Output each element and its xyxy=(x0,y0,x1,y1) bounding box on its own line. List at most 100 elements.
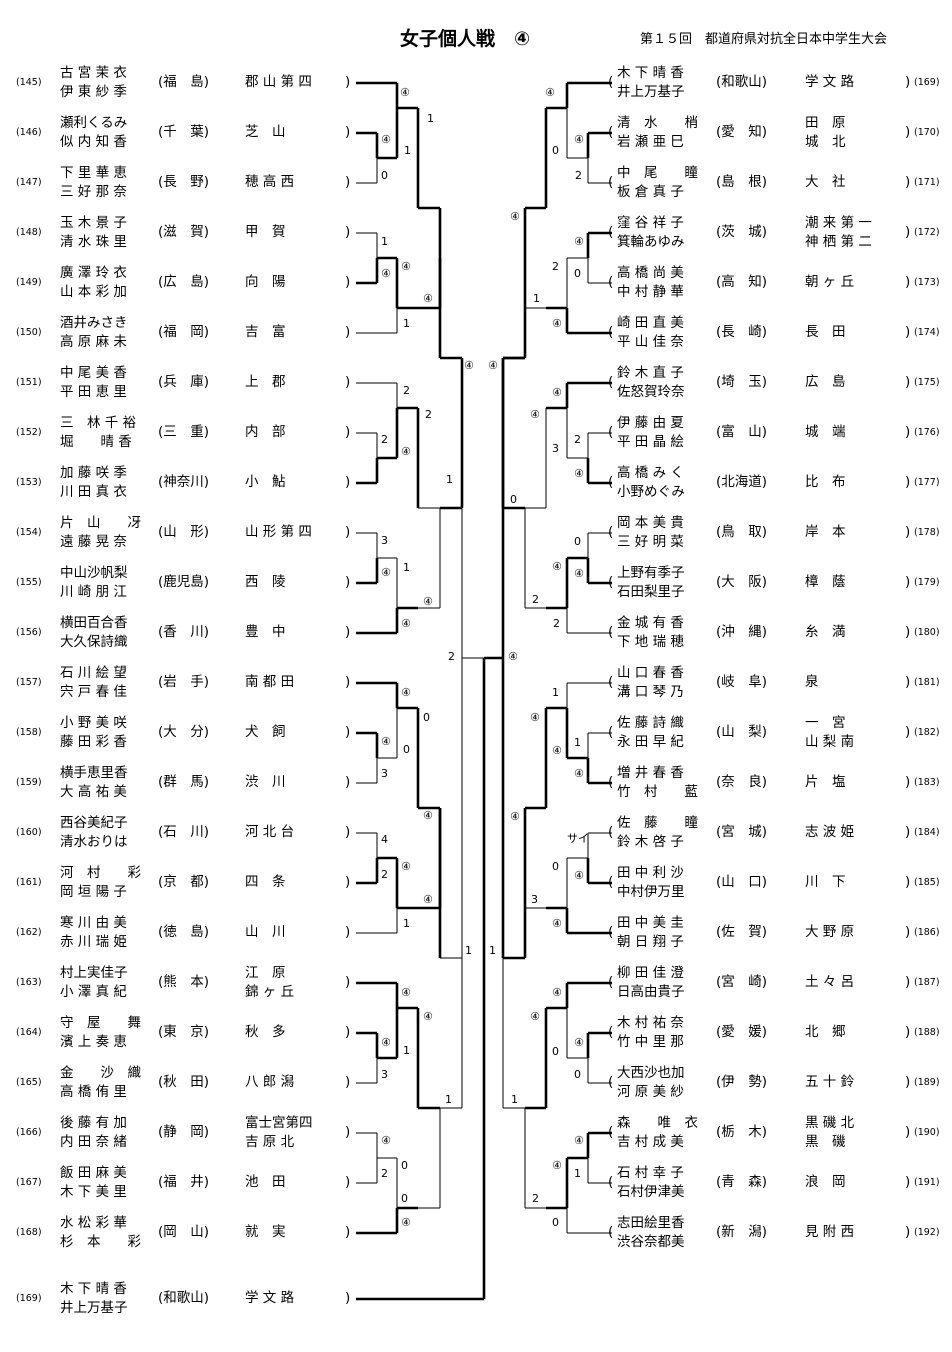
player-name: 中 村 静 華 xyxy=(617,284,684,300)
paren: ( xyxy=(608,724,614,740)
player-name: 窪 谷 祥 子 xyxy=(617,215,684,231)
player-name: 加 藤 咲 季 xyxy=(60,465,127,481)
player-name: 川 田 真 衣 xyxy=(60,484,127,500)
score-mark: ④ xyxy=(401,260,411,273)
player-name: 玉 木 景 子 xyxy=(60,215,127,231)
paren: ) xyxy=(905,1074,911,1090)
paren: ( xyxy=(608,624,614,640)
player-name: 木 下 晴 香 xyxy=(617,65,684,81)
paren: ) xyxy=(905,324,911,340)
score-mark: 1 xyxy=(381,235,388,248)
school-name: 八 郎 潟 xyxy=(245,1074,295,1090)
player-name: 中山沙帆梨 xyxy=(60,565,128,581)
player-name: 金 沙 織 xyxy=(60,1065,141,1081)
score-mark: ④ xyxy=(464,359,474,372)
player-name: 宍 戸 春 佳 xyxy=(60,684,127,700)
entry-number: (187) xyxy=(914,977,940,988)
paren: ) xyxy=(345,1290,351,1306)
paren: ) xyxy=(905,1174,911,1190)
school-name: 黒 磯 北 xyxy=(805,1115,855,1131)
player-name: 瀬利くるみ xyxy=(60,115,128,131)
entry-number: (153) xyxy=(16,477,42,488)
entry-number: (160) xyxy=(16,827,42,838)
entry-number: (169) xyxy=(16,1293,42,1304)
prefecture: (大 分) xyxy=(158,724,210,740)
school-name: 糸 満 xyxy=(805,624,846,640)
paren: ) xyxy=(345,174,351,190)
prefecture: (岐 阜) xyxy=(716,674,768,690)
score-mark: ④ xyxy=(381,267,391,280)
prefecture: (長 野) xyxy=(158,174,210,190)
entry-number: (168) xyxy=(16,1227,42,1238)
score-mark: ④ xyxy=(423,893,433,906)
player-name: 平 田 恵 里 xyxy=(60,384,127,400)
score-mark: 1 xyxy=(552,686,559,699)
score-mark: ④ xyxy=(530,1010,540,1023)
school-name: 大 野 原 xyxy=(805,924,855,940)
player-name: 井上万基子 xyxy=(60,1300,128,1316)
score-mark: 2 xyxy=(532,593,539,606)
prefecture: (島 根) xyxy=(716,174,768,190)
player-name: 小 野 美 咲 xyxy=(60,715,127,731)
prefecture: (岡 山) xyxy=(158,1224,210,1240)
school-name: 大 社 xyxy=(805,174,846,190)
entry-number: (188) xyxy=(914,1027,940,1038)
player-name: 中村伊万里 xyxy=(617,884,685,900)
player-name: 木 村 祐 奈 xyxy=(617,1015,684,1031)
prefecture: (大 阪) xyxy=(716,574,768,590)
score-mark: 1 xyxy=(446,473,453,486)
school-name: 山 川 xyxy=(245,924,286,940)
school-name: 田 原 xyxy=(805,115,846,131)
player-name: 似 内 知 香 xyxy=(60,134,127,150)
prefecture: (奈 良) xyxy=(716,774,768,790)
entry-number: (169) xyxy=(914,77,940,88)
score-mark: 2 xyxy=(403,384,410,397)
paren: ) xyxy=(905,74,911,90)
player-name: 村上実佳子 xyxy=(60,965,128,981)
paren: ( xyxy=(608,1074,614,1090)
player-name: 高 橋 み く xyxy=(617,465,684,481)
paren: ) xyxy=(345,824,351,840)
school-name: 見 附 西 xyxy=(805,1224,855,1240)
player-name: 井上万基子 xyxy=(617,84,685,100)
score-mark: 1 xyxy=(403,561,410,574)
player-name: 鈴 木 啓 子 xyxy=(617,834,684,850)
school-name: 学 文 路 xyxy=(805,74,855,90)
prefecture: (鹿児島) xyxy=(158,574,210,590)
entry-number: (152) xyxy=(16,427,42,438)
paren: ) xyxy=(345,1174,351,1190)
score-mark: ④ xyxy=(381,735,391,748)
player-name: 平 田 晶 絵 xyxy=(617,434,684,450)
prefecture: (和歌山) xyxy=(158,1290,210,1306)
score-mark: ④ xyxy=(508,650,518,663)
school-name: 長 田 xyxy=(805,324,846,340)
score-mark: ④ xyxy=(574,133,584,146)
entry-number: (154) xyxy=(16,527,42,538)
entry-number: (159) xyxy=(16,777,42,788)
score-mark: 0 xyxy=(552,1045,559,1058)
player-name: 木 下 晴 香 xyxy=(60,1281,127,1297)
prefecture: (埼 玉) xyxy=(716,374,768,390)
prefecture: (山 形) xyxy=(158,524,210,540)
page-title: 女子個人戦 ④ xyxy=(400,28,531,50)
school-name: 向 陽 xyxy=(245,274,286,290)
player-name: 崎 田 直 美 xyxy=(617,315,684,331)
score-mark: 2 xyxy=(575,169,582,182)
score-mark: 0 xyxy=(381,169,388,182)
school-name: 就 実 xyxy=(245,1224,286,1240)
paren: ( xyxy=(608,674,614,690)
paren: ) xyxy=(905,624,911,640)
player-name: 朝 日 翔 子 xyxy=(617,934,684,950)
paren: ) xyxy=(905,124,911,140)
player-name: 木 下 美 里 xyxy=(60,1184,127,1200)
player-name: 溝 口 琴 乃 xyxy=(617,684,684,700)
score-mark: ④ xyxy=(423,809,433,822)
player-name: 河 原 美 紗 xyxy=(617,1084,684,1100)
school-name: 片 塩 xyxy=(805,774,846,790)
paren: ) xyxy=(345,524,351,540)
player-name: 岡 本 美 貴 xyxy=(617,515,684,531)
score-mark: ④ xyxy=(552,317,562,330)
prefecture: (伊 勢) xyxy=(716,1074,768,1090)
score-mark: ④ xyxy=(552,917,562,930)
score-mark: 2 xyxy=(532,1192,539,1205)
